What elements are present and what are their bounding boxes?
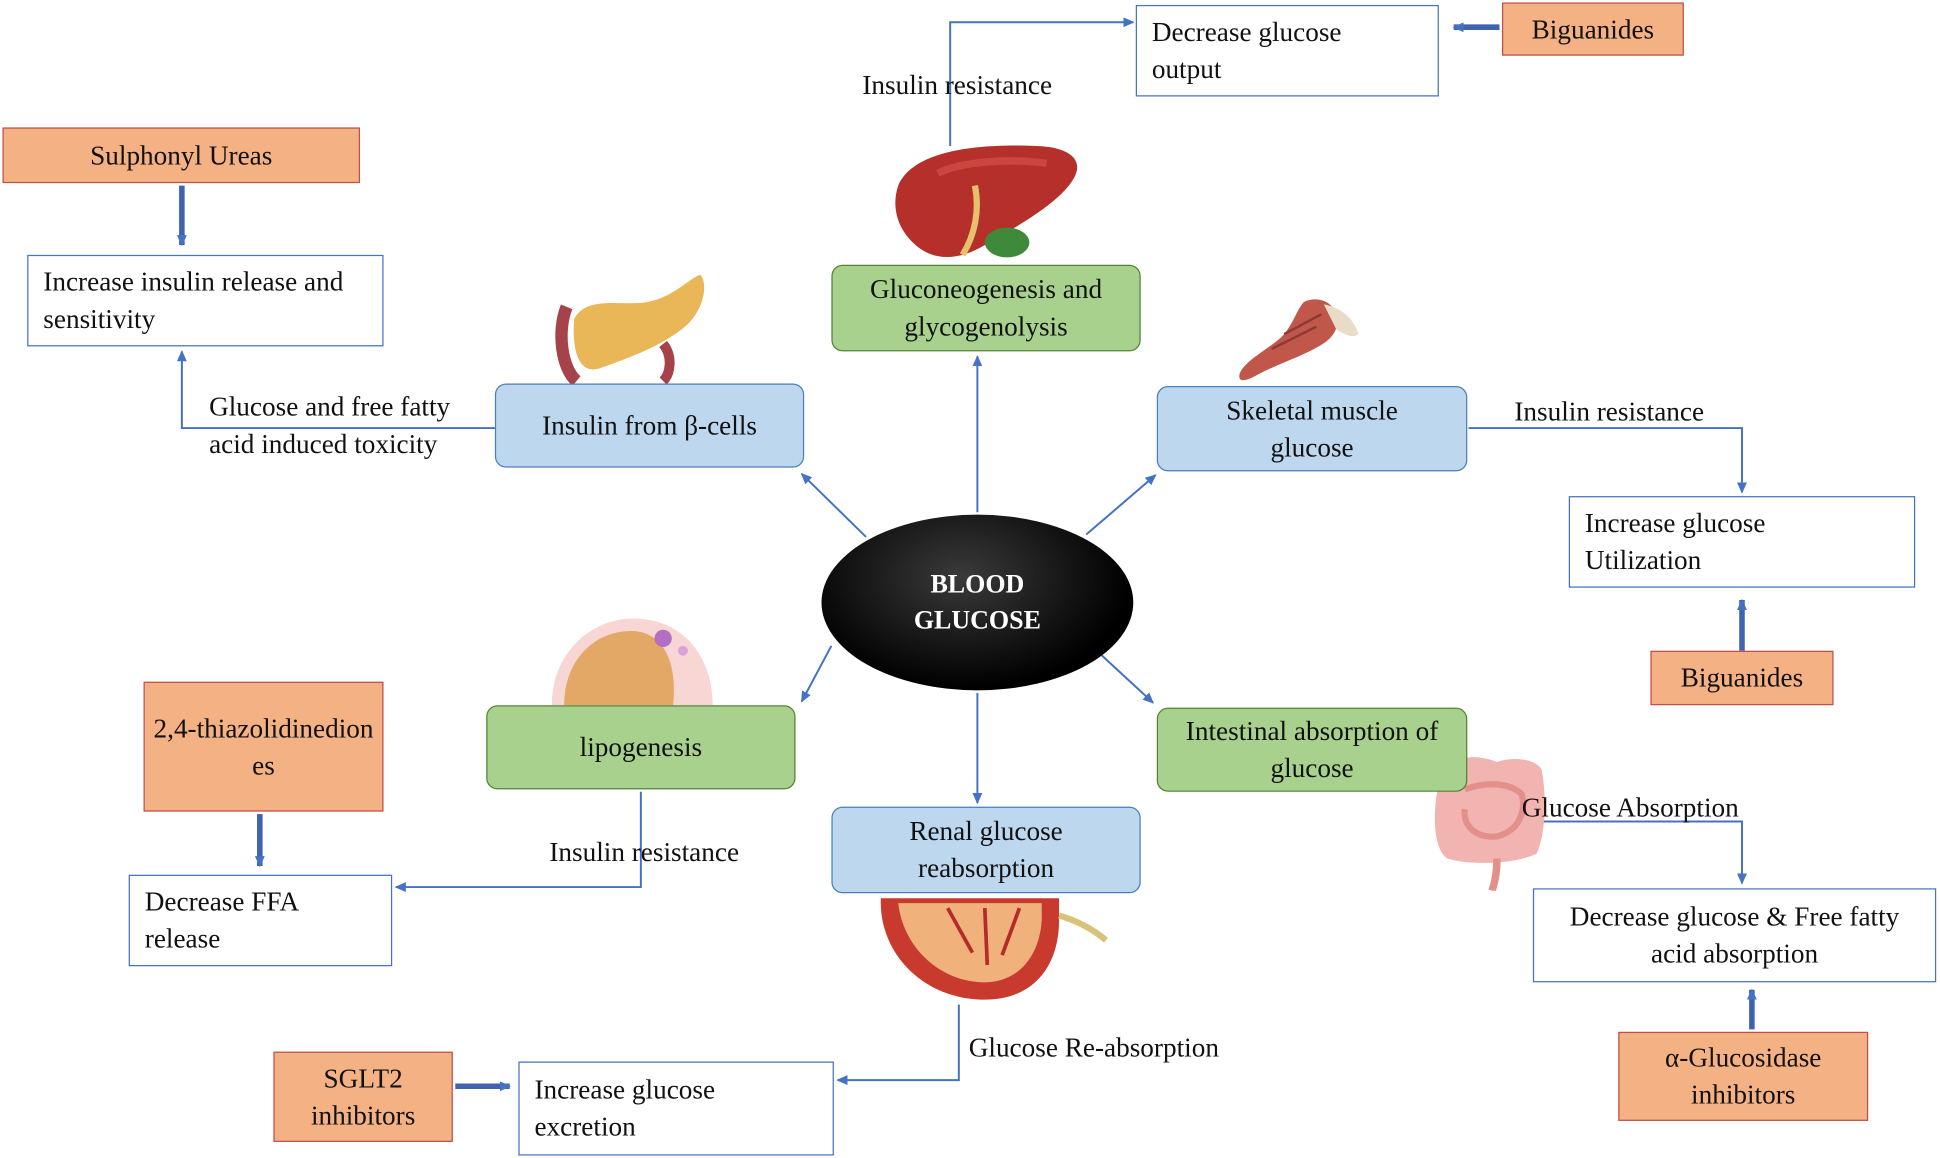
muscle-node: Skeletal muscle glucose	[1156, 386, 1468, 472]
fat-node-label: lipogenesis	[579, 731, 703, 763]
fat-cell-image	[551, 618, 713, 706]
link-muscle-effect	[1468, 427, 1747, 494]
edge-label-kidney: Glucose Re-absorption	[968, 1031, 1219, 1063]
link-liver-effect	[949, 17, 1135, 146]
drug-label-fat: 2,4-thiazolidinediones	[153, 712, 374, 781]
pancreas-effect-box: Increase insulin release and sensitivity	[27, 254, 384, 347]
muscle-node-label: Skeletal muscle glucose	[1226, 394, 1398, 463]
drug-box-biguanides-muscle: Biguanides	[1650, 650, 1834, 706]
kidney-effect-box: Increase glucose excretion	[518, 1061, 834, 1156]
drug-box-sulphonyl-ureas: Sulphonyl Ureas	[2, 127, 361, 184]
link-center-pancreas	[800, 472, 867, 538]
center-line-1: BLOOD	[930, 569, 1025, 599]
kidney-image	[880, 898, 1109, 1000]
fat-effect-box: Decrease FFA release	[128, 874, 393, 967]
liver-effect-box: Decrease glucose output	[1135, 4, 1439, 97]
link-kidney-effect	[836, 1004, 960, 1086]
blood-glucose-node: BLOOD GLUCOSE	[821, 514, 1134, 691]
drug-box-thiazolidinediones: 2,4-thiazolidinediones	[143, 681, 384, 812]
drug-label-kidney: SGLT2 inhibitors	[310, 1062, 416, 1131]
liver-node-label: Gluconeogenesis and glycogenolysis	[870, 273, 1103, 342]
intestine-effect-label: Decrease glucose & Free fatty acid absor…	[1569, 900, 1900, 969]
liver-effect-label: Decrease glucose output	[1151, 16, 1342, 85]
center-line-2: GLUCOSE	[913, 604, 1041, 635]
kidney-node: Renal glucose reabsorption	[831, 806, 1141, 894]
drug-label-pancreas: Sulphonyl Ureas	[90, 139, 273, 171]
pancreas-image	[555, 274, 705, 384]
muscle-effect-label: Increase glucose Utilization	[1584, 507, 1766, 576]
liver-image	[895, 145, 1078, 258]
edge-label-fat: Insulin resistance	[549, 836, 740, 868]
fat-node: lipogenesis	[486, 705, 796, 790]
kidney-effect-label: Increase glucose excretion	[534, 1073, 716, 1142]
link-intestine-effect	[1540, 820, 1747, 885]
liver-node: Gluconeogenesis and glycogenolysis	[831, 264, 1141, 352]
pancreas-effect-label: Increase insulin release and sensitivity	[43, 265, 344, 335]
edge-label-pancreas: Glucose and free fatty acid induced toxi…	[209, 390, 451, 460]
edge-label-liver: Insulin resistance	[862, 69, 1053, 101]
fat-effect-label: Decrease FFA release	[144, 885, 298, 954]
drug-box-alpha-glucosidase: α-Glucosidase inhibitors	[1618, 1031, 1869, 1121]
edge-label-muscle: Insulin resistance	[1514, 395, 1705, 427]
edge-label-intestine: Glucose Absorption	[1521, 791, 1739, 823]
drug-label-liver: Biguanides	[1531, 12, 1655, 44]
drug-label-intestine: α-Glucosidase inhibitors	[1665, 1041, 1822, 1110]
pancreas-node: Insulin from β-cells	[494, 383, 805, 468]
intestine-node: Intestinal absorption of glucose	[1156, 707, 1468, 792]
kidney-node-label: Renal glucose reabsorption	[909, 815, 1063, 884]
link-center-muscle	[1085, 474, 1157, 536]
drug-label-muscle: Biguanides	[1680, 661, 1804, 693]
drug-box-sglt2: SGLT2 inhibitors	[273, 1051, 453, 1142]
muscle-effect-box: Increase glucose Utilization	[1568, 496, 1916, 588]
link-center-fat	[800, 645, 833, 703]
link-fat-effect	[394, 791, 642, 893]
intestine-node-label: Intestinal absorption of glucose	[1185, 715, 1439, 784]
drug-box-biguanides-liver: Biguanides	[1501, 2, 1684, 56]
muscle-image	[1239, 299, 1359, 381]
intestine-effect-box: Decrease glucose & Free fatty acid absor…	[1532, 888, 1937, 983]
pancreas-node-label: Insulin from β-cells	[542, 409, 757, 441]
link-pancreas-effect	[176, 350, 495, 430]
